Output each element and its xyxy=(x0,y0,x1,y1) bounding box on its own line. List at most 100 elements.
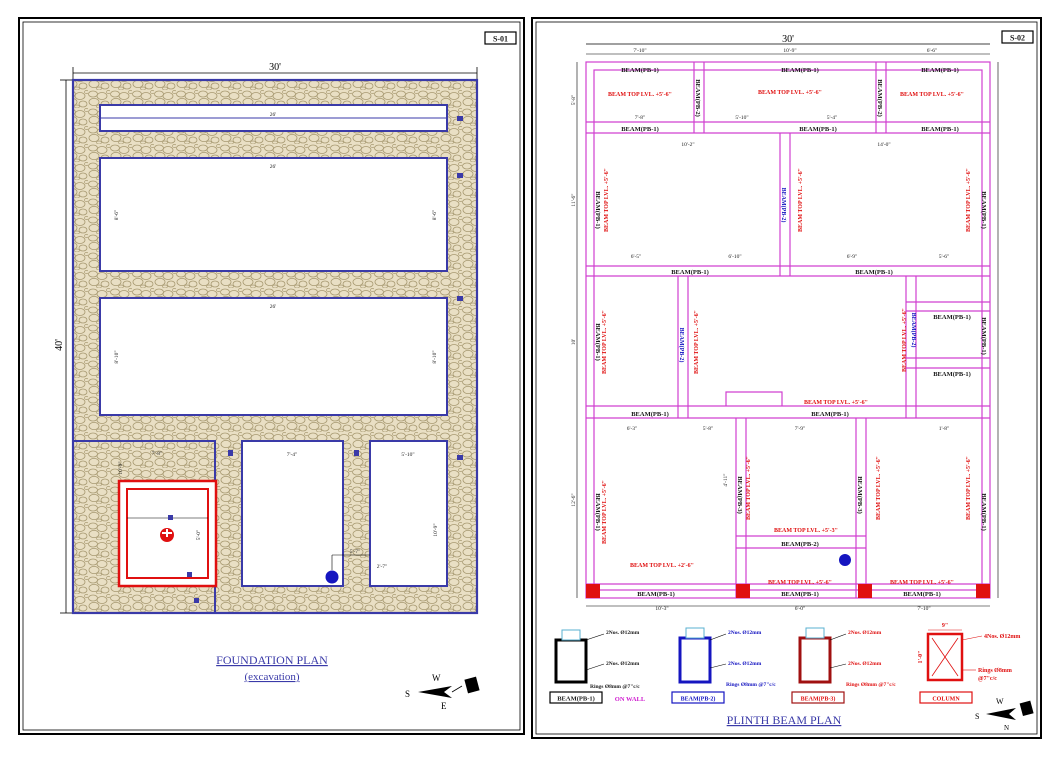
sheet-tag: S-01 xyxy=(493,35,508,44)
right-sheet-frame xyxy=(531,17,1042,739)
d2-tag: BEAM(PB-2) xyxy=(681,696,716,703)
mid-dim-2: 5'-10" xyxy=(735,115,748,121)
dim-room3-w: 7'-8" xyxy=(152,451,163,457)
dim-room1-w: 26' xyxy=(270,164,277,170)
detail-pb2: 2Nos. Ø12mm 2Nos. Ø12mm Rings Ø8mm @7"c/… xyxy=(671,627,776,704)
compass-left: W S E xyxy=(405,673,480,711)
lvl-label-v4: BEAM TOP LVL. +5'-6" xyxy=(602,310,608,374)
bot-dim-1: 10'-3" xyxy=(655,606,668,612)
beam-label-v10: BEAM(PB-2) xyxy=(678,328,685,363)
compass-w: W xyxy=(432,673,441,683)
d3-bar-top: 2Nos. Ø12mm xyxy=(848,630,882,636)
beam-label-10: BEAM(PB-1) xyxy=(811,411,849,418)
beam-label-13: BEAM(PB-1) xyxy=(637,591,675,598)
dim-room1-h-r: 8'-6" xyxy=(432,210,438,221)
sheet-tag-right: S-02 xyxy=(1010,34,1025,43)
row3-dim-1: 6'-5" xyxy=(631,254,642,260)
lvl-label-3: BEAM TOP LVL. +5'-6" xyxy=(900,92,964,98)
beam-label-7: BEAM(PB-1) xyxy=(671,269,709,276)
compass-r-w: W xyxy=(996,697,1004,706)
lvl-label-v6: BEAM TOP LVL. +5'-6" xyxy=(902,308,908,372)
beam-label-9: BEAM(PB-1) xyxy=(631,411,669,418)
compass-right: W S N xyxy=(975,697,1034,732)
bot-dim-3: 7'-10" xyxy=(917,606,930,612)
beam-label-v6: BEAM(PB-1) xyxy=(980,317,987,355)
col-tag: COLUMN xyxy=(932,697,960,703)
footing-room-1 xyxy=(99,157,448,272)
lvl-label-v9: BEAM TOP LVL. +5'-6" xyxy=(876,456,882,520)
lvl-label-v7: BEAM TOP LVL. +5'-6" xyxy=(602,480,608,544)
side-dim-3: 10' xyxy=(571,339,577,346)
top-dim-2: 10'-9" xyxy=(783,48,796,54)
compass-r-s: S xyxy=(975,712,979,721)
lvl-label-2: BEAM TOP LVL. +5'-6" xyxy=(758,90,822,96)
septic-tank-inner xyxy=(126,488,209,579)
beam-label-4: BEAM(PB-1) xyxy=(621,126,659,133)
row4-dim-3: 7'-9" xyxy=(795,426,806,432)
beam-label-16: BEAM(PB-2) xyxy=(781,541,819,548)
top-dim-3: 6'-6" xyxy=(927,48,938,54)
mid-dim-1: 7'-8" xyxy=(635,115,646,121)
beam-label-v3: BEAM(PB-1) xyxy=(594,323,601,361)
footing-room-2 xyxy=(99,297,448,416)
beam-label-v7: BEAM(PB-2) xyxy=(694,79,701,117)
side-dim-2: 11'-6" xyxy=(571,193,577,206)
beam-label-5: BEAM(PB-1) xyxy=(799,126,837,133)
detail-pb1: 2Nos. Ø12mm 2Nos. Ø12mm Rings Ø8mm @7"c/… xyxy=(549,629,646,704)
right-sheet: S-02 30' 7'-10" 10'-9" 6'-6" xyxy=(531,17,1042,739)
beam-label-11: BEAM(PB-1) xyxy=(933,314,971,321)
col-rings2: @7"c/c xyxy=(978,676,997,682)
dim-room2-w: 26' xyxy=(270,304,277,310)
dim-room5-w: 5'-10" xyxy=(401,452,414,458)
dim-room4-w: 7'-4" xyxy=(287,452,298,458)
dim-tank-a: 5'-0" xyxy=(196,530,202,541)
d2-bar-bot: 2Nos. Ø12mm xyxy=(728,661,762,667)
compass-e: E xyxy=(441,701,447,711)
lvl-label-v5: BEAM TOP LVL. +5'-6" xyxy=(694,310,700,374)
compass-s: S xyxy=(405,689,410,699)
lvl-label-8: BEAM TOP LVL. +5'-6" xyxy=(890,580,954,586)
beam-label-6: BEAM(PB-1) xyxy=(921,126,959,133)
footing-room-5 xyxy=(369,440,448,587)
row3-dim-4: 5'-6" xyxy=(939,254,950,260)
sheet-tag-box xyxy=(484,31,517,45)
plinth-beam-plan-title: PLINTH BEAM PLAN xyxy=(727,713,842,727)
d1-bar-top: 2Nos. Ø12mm xyxy=(606,630,640,636)
lvl-label-v2: BEAM TOP LVL. +5'-6" xyxy=(798,168,804,232)
col-w: 9" xyxy=(942,623,948,629)
row4-dim-2: 5'-8" xyxy=(703,426,714,432)
overall-width-dim-right: 30' xyxy=(782,34,794,45)
beam-label-v13: BEAM(PB-3) xyxy=(856,476,863,514)
row4-dim-4: 1'-8" xyxy=(939,426,950,432)
lvl-label-5: BEAM TOP LVL. +5'-3" xyxy=(774,528,838,534)
col-bars: 4Nos. Ø12mm xyxy=(984,634,1020,640)
detail-pb3: 2Nos. Ø12mm 2Nos. Ø12mm Rings Ø8mm @7"c/… xyxy=(791,627,896,704)
lvl-label-1: BEAM TOP LVL. +5'-6" xyxy=(608,92,672,98)
sump-icon xyxy=(325,570,339,584)
overall-width-dim: 30' xyxy=(269,62,281,73)
beam-label-8: BEAM(PB-1) xyxy=(855,269,893,276)
dim-sump: 5'-7" xyxy=(350,549,361,555)
beam-label-v4: BEAM(PB-1) xyxy=(594,493,601,531)
overall-height-dim: 40' xyxy=(54,339,65,351)
beam-label-14: BEAM(PB-1) xyxy=(781,591,819,598)
footing-room-4 xyxy=(241,440,344,587)
lvl-label-7: BEAM TOP LVL. +5'-6" xyxy=(768,580,832,586)
lvl-label-v3: BEAM TOP LVL. +5'-6" xyxy=(966,168,972,232)
compass-r-n: N xyxy=(1004,724,1009,732)
beam-label-v1: BEAM(PB-1) xyxy=(594,191,601,229)
beam-label-v11: BEAM(PB-2) xyxy=(910,313,917,348)
top-dim-1: 7'-10" xyxy=(633,48,646,54)
d3-tag: BEAM(PB-3) xyxy=(801,696,836,703)
row4-dim-1: 6'-3" xyxy=(627,426,638,432)
mid-dim-3: 5'-4" xyxy=(827,115,838,121)
d1-rings: Rings Ø8mm @7"c/c xyxy=(590,684,640,690)
beam-label-v8: BEAM(PB-2) xyxy=(876,79,883,117)
dim-sump2: 2'-7" xyxy=(377,564,388,570)
beam-lines xyxy=(585,61,991,599)
dim-top-strip: 26' xyxy=(270,112,277,118)
lvl-label-6: BEAM TOP LVL. +2'-6" xyxy=(630,563,694,569)
dim-room1-h: 8'-6" xyxy=(114,210,120,221)
beam-label-v5: BEAM(PB-1) xyxy=(980,493,987,531)
beam-label-3: BEAM(PB-1) xyxy=(921,67,959,74)
